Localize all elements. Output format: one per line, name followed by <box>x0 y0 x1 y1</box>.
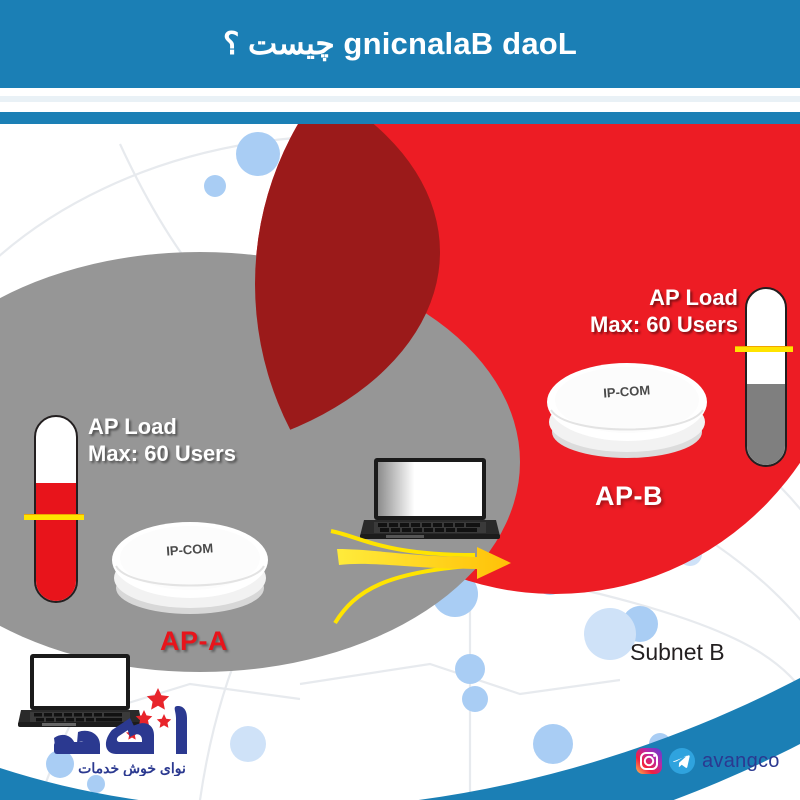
ap-a-gauge-fill <box>36 483 76 601</box>
ap-a-load-gauge <box>34 415 78 603</box>
subnet-b-label: Subnet B <box>630 639 725 665</box>
ap-b-brand-text: IP-COM <box>603 382 651 400</box>
page-title: Load Balancing چیست ؟ <box>222 26 578 61</box>
access-point-b-device: IP-COM <box>547 363 707 458</box>
header-bar: Load Balancing چیست ؟ <box>0 0 800 88</box>
ap-b-gauge-fill <box>747 384 785 465</box>
logo-tagline: نوای خوش خدمات <box>78 760 186 776</box>
ap-a-gauge-threshold <box>24 514 84 520</box>
ap-b-load-label: AP Load Max: 60 Users <box>523 284 738 338</box>
social-handle-text: avangco <box>702 749 780 772</box>
logo-wordmark <box>54 706 187 754</box>
avang-logo: نوای خوش خدمات <box>54 688 187 776</box>
ap-b-load-subtitle: Max: 60 Users <box>590 312 738 337</box>
social-links[interactable]: avangco <box>636 748 780 774</box>
access-point-a-device: IP-COM <box>112 522 268 614</box>
header-divider <box>0 88 800 96</box>
header-accent-band <box>0 96 800 102</box>
ap-a-load-label: AP Load Max: 60 Users <box>88 413 236 467</box>
header-bottom-band <box>0 112 800 124</box>
roaming-laptop-client <box>360 458 500 539</box>
ap-a-brand-text: IP-COM <box>166 540 214 558</box>
handoff-arrow-icon <box>330 529 511 625</box>
ap-b-gauge-threshold <box>735 346 793 352</box>
ap-b-label: AP-B <box>595 481 663 511</box>
ap-b-load-gauge <box>745 287 787 467</box>
ap-a-label: AP-A <box>160 626 228 656</box>
ap-a-load-title: AP Load <box>88 414 177 439</box>
telegram-icon[interactable] <box>669 748 695 774</box>
ap-b-load-title: AP Load <box>649 285 738 310</box>
ap-a-load-subtitle: Max: 60 Users <box>88 441 236 466</box>
instagram-icon[interactable] <box>636 748 662 774</box>
